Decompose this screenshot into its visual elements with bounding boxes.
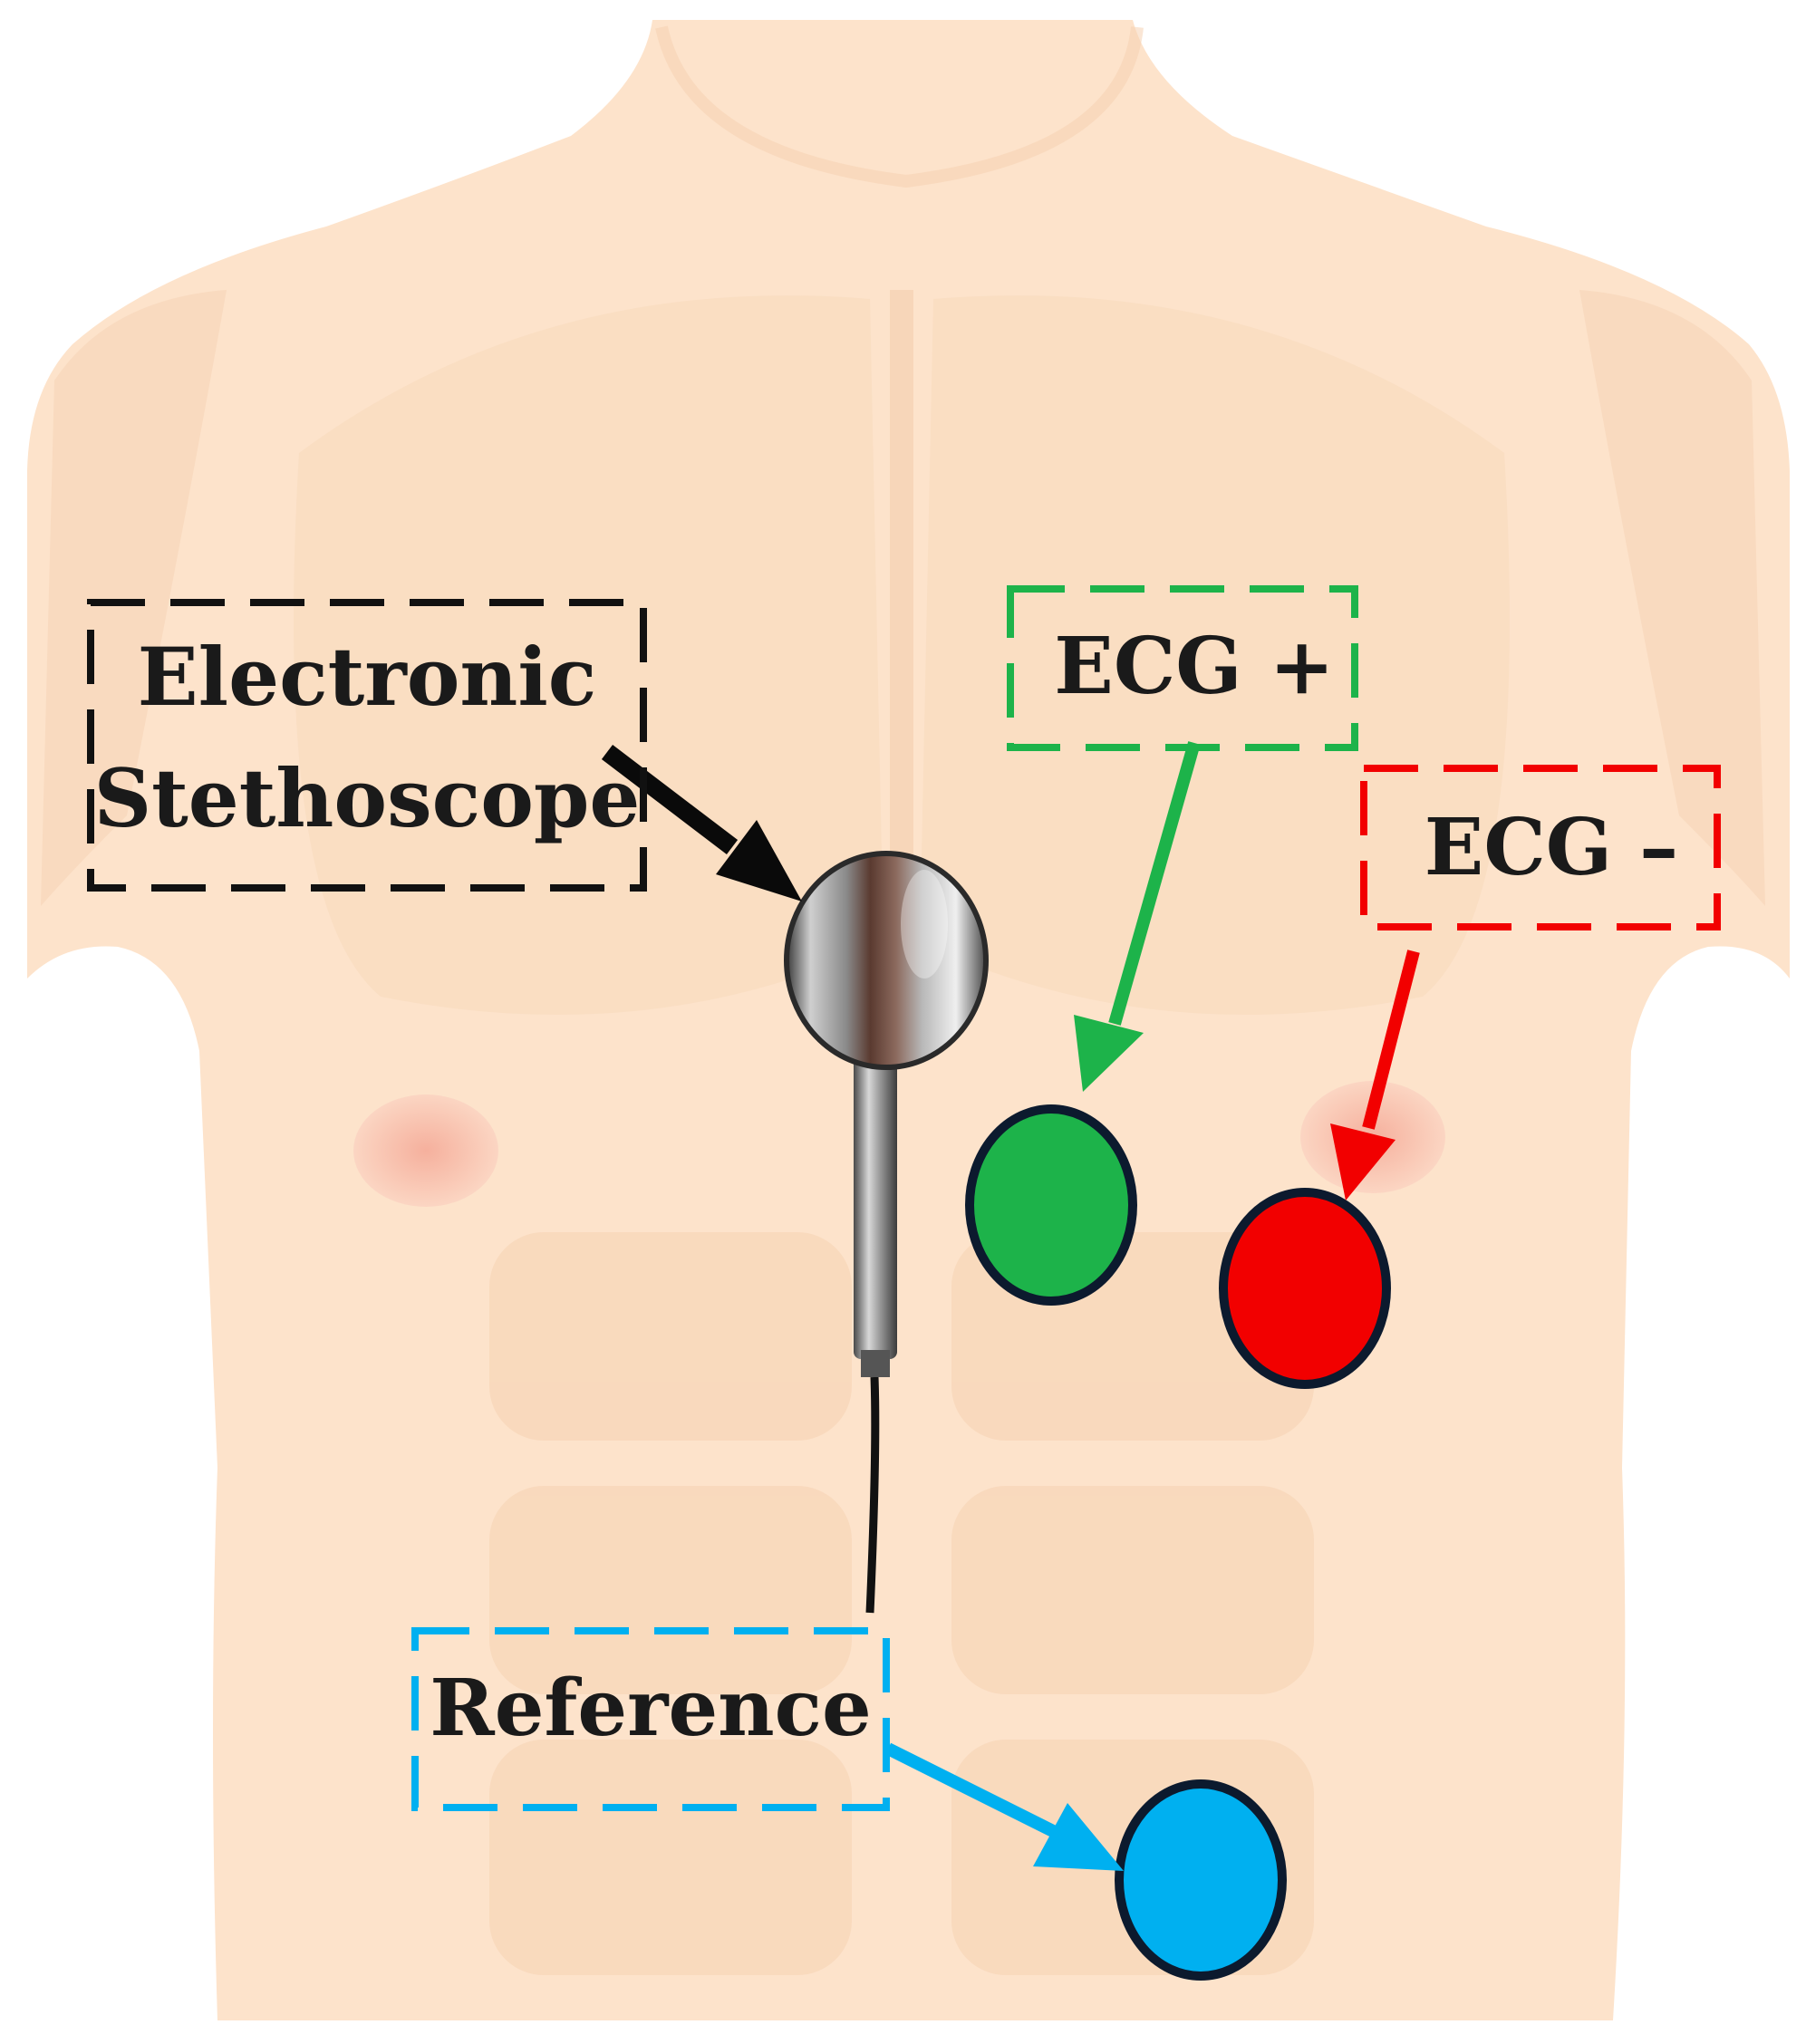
stethoscope-label-box: Electronic Stethoscope	[87, 599, 647, 892]
left-nipple	[353, 1094, 498, 1207]
stethoscope-label-line2: Stethoscope	[94, 751, 641, 845]
ecg-plus-label-box: ECG +	[1007, 585, 1358, 751]
reference-electrode	[1115, 1779, 1287, 1981]
left-pectoral-shading	[294, 295, 884, 1015]
ecg-minus-arrow	[1330, 950, 1420, 1200]
reference-label-box: Reference	[411, 1627, 890, 1811]
torso	[27, 20, 1790, 2020]
reference-arrow	[884, 1742, 1124, 1871]
right-deltoid-shading	[1579, 290, 1765, 906]
stethoscope-cable	[865, 1376, 880, 1614]
reference-label: Reference	[430, 1663, 872, 1754]
stethoscope-head	[784, 851, 989, 1070]
stethoscope-stem-tip	[861, 1350, 890, 1377]
ecg-plus-label: ECG +	[1054, 621, 1334, 712]
ecg-minus-electrode	[1219, 1188, 1391, 1389]
stethoscope-stem	[854, 1033, 897, 1359]
stethoscope-head-highlight	[901, 870, 948, 979]
ecg-plus-arrow	[1074, 741, 1201, 1092]
stethoscope-arrow	[601, 745, 802, 901]
stethoscope-label-line1: Electronic	[138, 630, 597, 724]
ecg-plus-electrode	[965, 1104, 1137, 1306]
ecg-minus-label: ECG –	[1425, 802, 1678, 893]
neck-shading	[655, 25, 1144, 188]
stethoscope-chestpiece-icon	[784, 851, 989, 1377]
ecg-minus-label-box: ECG –	[1360, 765, 1721, 930]
